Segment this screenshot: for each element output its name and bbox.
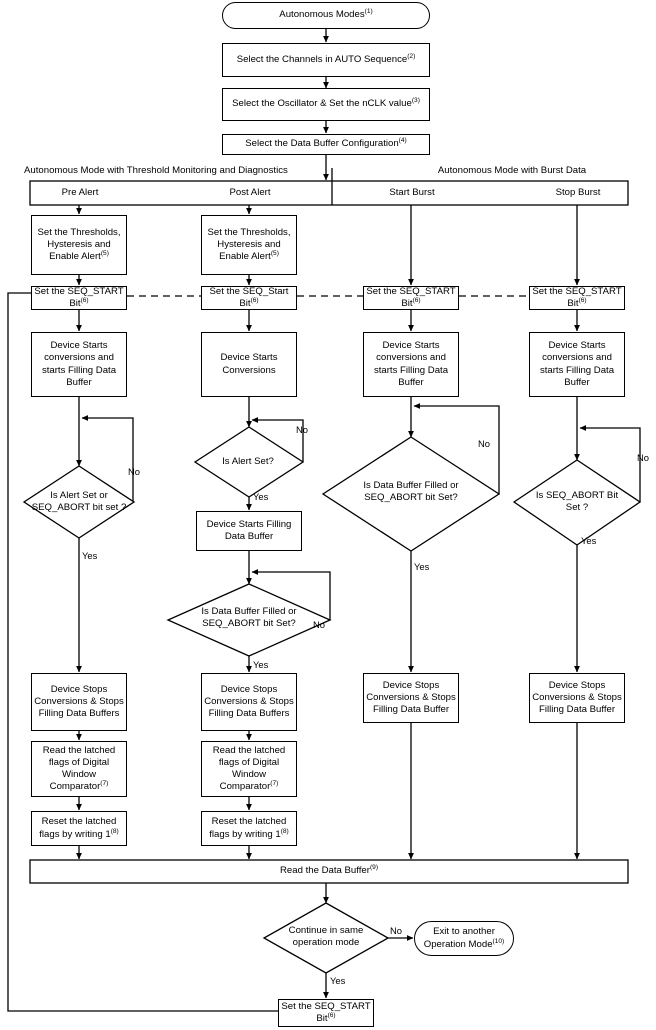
edge-c1-no-loop (81, 415, 134, 502)
mode-label-right-text: Autonomous Mode with Burst Data (437, 164, 587, 176)
shape-continue-decision (262, 902, 390, 974)
node-c2-device-fill[interactable]: Device Starts Filling Data Buffer (196, 511, 302, 551)
node-c2-thresholds-label: Set the Thresholds, Hysteresis and Enabl… (207, 226, 291, 263)
node-c1-thresholds[interactable]: Set the Thresholds, Hysteresis and Enabl… (31, 215, 127, 275)
node-c2-device-starts[interactable]: Device Starts Conversions (201, 332, 297, 397)
node-c3-seq-start-label: Set the SEQ_START Bit(6) (366, 285, 456, 309)
node-c1-reset-flags[interactable]: Reset the latched flags by writing 1(8) (31, 811, 127, 846)
edge-label-c3-yes: Yes (414, 561, 430, 572)
node-c2-device-fill-label: Device Starts Filling Data Buffer (206, 518, 292, 542)
node-c3-device-starts-label: Device Starts conversions and starts Fil… (373, 340, 449, 388)
edge-c2-d2-no-loop (251, 569, 331, 620)
read-buffer-bar (29, 859, 629, 884)
edge-c2-d1-no-loop (251, 417, 304, 462)
shape-c4-decision (512, 459, 642, 546)
node-final-seq-start[interactable]: Set the SEQ_START Bit(6) (278, 999, 374, 1027)
edge-label-c2-d2-no: No (313, 619, 325, 630)
edge-label-c2-d2-yes: Yes (253, 659, 269, 670)
edge-label-c4-yes: Yes (581, 535, 597, 546)
edge-label-continue-yes: Yes (330, 975, 346, 986)
edge-label-c1-yes: Yes (82, 550, 98, 561)
edge-label-c3-no: No (478, 438, 490, 449)
node-select-oscillator-label: Select the Oscillator & Set the nCLK val… (232, 97, 420, 110)
node-c1-device-starts-label: Device Starts conversions and starts Fil… (41, 340, 117, 388)
edge-global-feedback (7, 290, 278, 1012)
node-c3-device-stops-label: Device Stops Conversions & Stops Filling… (366, 679, 456, 716)
column-head-post-alert-label: Post Alert (229, 186, 271, 198)
node-c3-device-starts[interactable]: Device Starts conversions and starts Fil… (363, 332, 459, 397)
column-head-stop-burst-label: Stop Burst (555, 186, 601, 198)
column-head-pre-alert-label: Pre Alert (61, 186, 99, 198)
edge-c3-no-loop (413, 403, 500, 494)
node-start[interactable]: Autonomous Modes(1) (222, 2, 430, 29)
edge-label-continue-no: No (390, 925, 402, 936)
column-head-start-burst[interactable]: Start Burst (362, 183, 462, 203)
node-c2-thresholds[interactable]: Set the Thresholds, Hysteresis and Enabl… (201, 215, 297, 275)
node-c4-seq-start[interactable]: Set the SEQ_START Bit(6) (529, 286, 625, 310)
node-final-seq-start-label: Set the SEQ_START Bit(6) (281, 1000, 371, 1024)
column-head-pre-alert[interactable]: Pre Alert (30, 183, 130, 203)
node-c2-reset-flags[interactable]: Reset the latched flags by writing 1(8) (201, 811, 297, 846)
node-c4-device-starts[interactable]: Device Starts conversions and starts Fil… (529, 332, 625, 397)
node-exit-mode[interactable]: Exit to another Operation Mode(10) (414, 921, 514, 956)
node-c1-read-flags-label: Read the latched flags of Digital Window… (42, 744, 116, 793)
node-c3-seq-start[interactable]: Set the SEQ_START Bit(6) (363, 286, 459, 310)
node-c2-device-stops-label: Device Stops Conversions & Stops Filling… (204, 683, 294, 720)
shape-c2-decision2 (166, 583, 332, 657)
node-c1-reset-flags-label: Reset the latched flags by writing 1(8) (39, 816, 119, 840)
column-head-stop-burst[interactable]: Stop Burst (528, 183, 628, 203)
node-start-label: Autonomous Modes(1) (279, 8, 373, 21)
shape-c3-decision (321, 436, 501, 552)
node-c1-seq-start-label: Set the SEQ_START Bit(6) (34, 285, 124, 309)
node-c1-device-starts[interactable]: Device Starts conversions and starts Fil… (31, 332, 127, 397)
node-c4-device-stops-label: Device Stops Conversions & Stops Filling… (532, 679, 622, 716)
edge-label-c2-d1-no: No (296, 424, 308, 435)
column-head-start-burst-label: Start Burst (389, 186, 435, 198)
mode-label-right: Autonomous Mode with Burst Data (396, 164, 628, 178)
shape-c1-decision (22, 465, 136, 539)
node-c4-seq-start-label: Set the SEQ_START Bit(6) (532, 285, 622, 309)
node-c2-read-flags[interactable]: Read the latched flags of Digital Window… (201, 741, 297, 797)
node-c2-reset-flags-label: Reset the latched flags by writing 1(8) (209, 816, 289, 840)
node-c1-seq-start[interactable]: Set the SEQ_START Bit(6) (31, 286, 127, 310)
column-head-post-alert[interactable]: Post Alert (200, 183, 300, 203)
mode-label-left: Autonomous Mode with Threshold Monitorin… (24, 164, 324, 178)
node-c1-device-stops-label: Device Stops Conversions & Stops Filling… (34, 683, 124, 720)
node-c4-device-stops[interactable]: Device Stops Conversions & Stops Filling… (529, 673, 625, 723)
mode-bar (29, 180, 629, 206)
node-c2-seq-start[interactable]: Set the SEQ_Start Bit(6) (201, 286, 297, 310)
node-select-channels[interactable]: Select the Channels in AUTO Sequence(2) (222, 43, 430, 77)
shape-c2-decision1 (193, 426, 305, 498)
mode-label-left-text: Autonomous Mode with Threshold Monitorin… (24, 164, 288, 176)
node-c2-read-flags-label: Read the latched flags of Digital Window… (212, 744, 286, 793)
node-select-oscillator[interactable]: Select the Oscillator & Set the nCLK val… (222, 88, 430, 121)
node-select-buffer-config[interactable]: Select the Data Buffer Configuration(4) (222, 134, 430, 155)
node-c2-device-starts-label: Device Starts Conversions (220, 352, 278, 376)
node-c1-device-stops[interactable]: Device Stops Conversions & Stops Filling… (31, 673, 127, 731)
node-read-data-buffer[interactable]: Read the Data Buffer(9) (30, 861, 628, 882)
edge-label-c1-no: No (128, 466, 140, 477)
edge-c4-no-loop (579, 425, 641, 502)
edge-label-c2-d1-yes: Yes (253, 491, 269, 502)
node-c4-device-starts-label: Device Starts conversions and starts Fil… (539, 340, 615, 388)
node-select-channels-label: Select the Channels in AUTO Sequence(2) (236, 52, 416, 65)
node-read-data-buffer-label: Read the Data Buffer(9) (279, 864, 379, 877)
node-c2-device-stops[interactable]: Device Stops Conversions & Stops Filling… (201, 673, 297, 731)
node-c3-device-stops[interactable]: Device Stops Conversions & Stops Filling… (363, 673, 459, 723)
node-c1-read-flags[interactable]: Read the latched flags of Digital Window… (31, 741, 127, 797)
node-c2-seq-start-label: Set the SEQ_Start Bit(6) (209, 285, 289, 309)
edge-label-c4-no: No (637, 452, 649, 463)
node-c1-thresholds-label: Set the Thresholds, Hysteresis and Enabl… (37, 226, 121, 263)
node-exit-mode-label: Exit to another Operation Mode(10) (423, 926, 505, 950)
node-select-buffer-config-label: Select the Data Buffer Configuration(4) (245, 137, 407, 150)
